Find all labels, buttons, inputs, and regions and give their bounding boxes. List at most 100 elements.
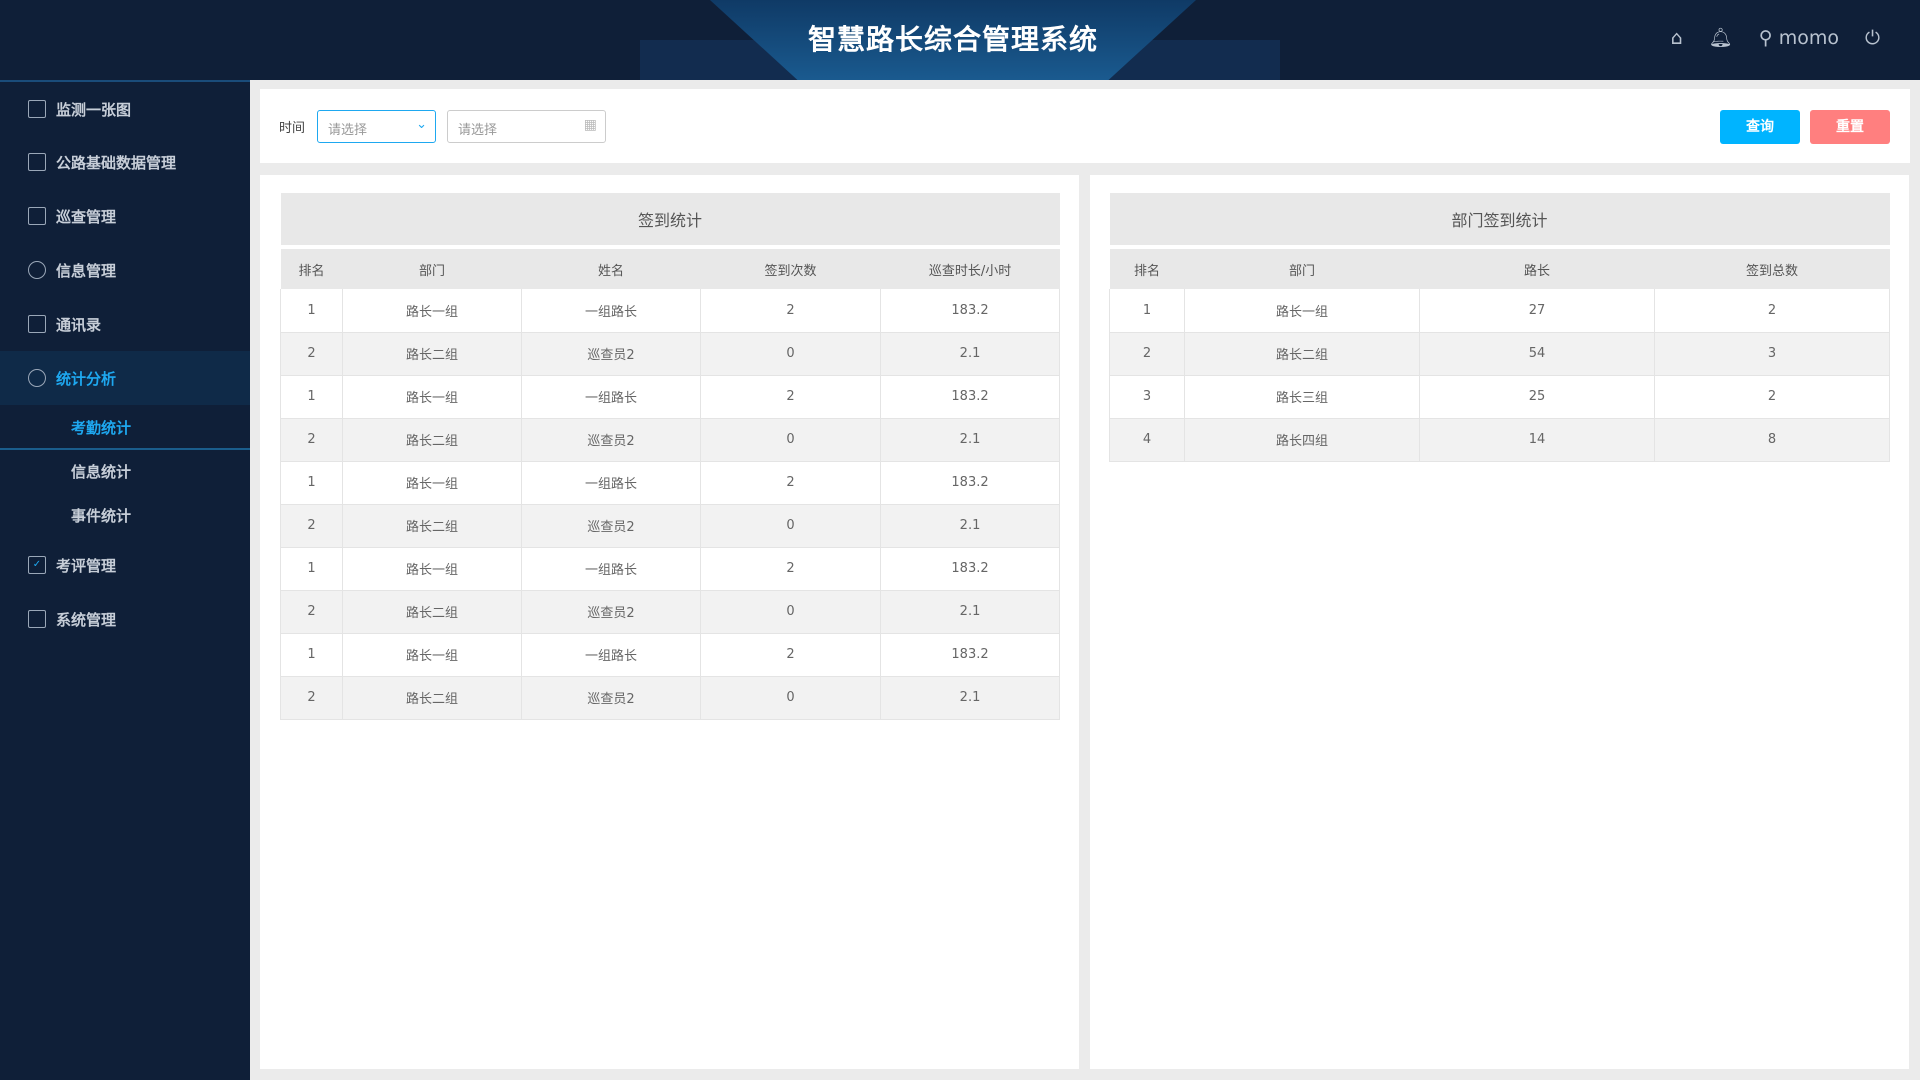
table-cell: 路长一组 bbox=[342, 633, 522, 677]
table-cell: 路长二组 bbox=[342, 590, 522, 634]
table-cell: 2.1 bbox=[879, 590, 1061, 634]
power-icon[interactable]: ⏻ bbox=[1864, 26, 1880, 49]
table-cell: 巡查员2 bbox=[521, 332, 701, 376]
monitor-gear-icon bbox=[28, 610, 46, 628]
column-header: 巡查时长/小时 bbox=[880, 247, 1060, 289]
table-cell: 8 bbox=[1653, 418, 1891, 462]
table-cell: 1 bbox=[280, 289, 343, 333]
sidebar-item-contacts[interactable]: 通讯录 bbox=[0, 297, 250, 351]
sidebar-item-label: 统计分析 bbox=[56, 369, 117, 388]
table-cell: 巡查员2 bbox=[521, 418, 701, 462]
table-cell: 一组路长 bbox=[521, 633, 701, 677]
table-cell: 0 bbox=[700, 418, 881, 462]
table-cell: 路长一组 bbox=[1184, 289, 1420, 333]
table-cell: 2 bbox=[700, 461, 881, 505]
table-cell: 路长一组 bbox=[342, 461, 522, 505]
table-cell: 2 bbox=[700, 633, 881, 677]
contacts-icon bbox=[28, 315, 46, 333]
table-cell: 2.1 bbox=[879, 332, 1061, 376]
table-title: 部门签到统计 bbox=[1109, 193, 1890, 249]
table-cell: 3 bbox=[1109, 375, 1185, 419]
table-cell: 路长一组 bbox=[342, 547, 522, 591]
table-cell: 183.2 bbox=[879, 547, 1061, 591]
time-select[interactable]: 请选择⌄ bbox=[317, 110, 436, 143]
user-edit-icon bbox=[28, 261, 46, 279]
sidebar-sub-info-stats[interactable]: 信息统计 bbox=[71, 463, 132, 481]
column-header: 排名 bbox=[1109, 247, 1185, 289]
table-cell: 一组路长 bbox=[521, 461, 701, 505]
table-cell: 2 bbox=[700, 375, 881, 419]
sidebar-item-monitor-map[interactable]: 监测一张图 bbox=[0, 82, 250, 136]
sidebar-item-label: 信息管理 bbox=[56, 261, 117, 280]
sidebar-item-patrol[interactable]: 巡查管理 bbox=[0, 189, 250, 243]
clipboard-check-icon: ✓ bbox=[28, 556, 46, 574]
table-cell: 一组路长 bbox=[521, 547, 701, 591]
table-cell: 2 bbox=[1653, 375, 1891, 419]
query-button[interactable]: 查询 bbox=[1720, 110, 1800, 144]
table-cell: 54 bbox=[1419, 332, 1655, 376]
table-cell: 2.1 bbox=[879, 504, 1061, 548]
table-cell: 路长二组 bbox=[342, 418, 522, 462]
select-placeholder: 请选择 bbox=[328, 123, 368, 138]
table-cell: 2 bbox=[1109, 332, 1185, 376]
sidebar-item-evaluation[interactable]: ✓考评管理 bbox=[0, 538, 250, 592]
sidebar-item-info[interactable]: 信息管理 bbox=[0, 243, 250, 297]
pie-chart-icon bbox=[28, 369, 46, 387]
table-cell: 183.2 bbox=[879, 461, 1061, 505]
table-cell: 2 bbox=[280, 590, 343, 634]
table-cell: 183.2 bbox=[879, 633, 1061, 677]
reset-button[interactable]: 重置 bbox=[1810, 110, 1890, 144]
bell-icon[interactable]: 🔔︎ bbox=[1708, 27, 1733, 49]
sidebar-sub-event-stats[interactable]: 事件统计 bbox=[71, 507, 132, 525]
road-icon bbox=[28, 153, 46, 171]
date-picker[interactable]: 请选择▦ bbox=[447, 110, 606, 143]
home-icon[interactable]: ⌂ bbox=[1670, 26, 1683, 49]
table-title: 签到统计 bbox=[280, 193, 1060, 249]
table-cell: 2.1 bbox=[879, 418, 1061, 462]
table-cell: 2 bbox=[280, 418, 343, 462]
table-cell: 4 bbox=[1109, 418, 1185, 462]
table-cell: 0 bbox=[700, 504, 881, 548]
table-cell: 2 bbox=[700, 289, 881, 333]
user-icon: ⚲ bbox=[1758, 26, 1773, 49]
date-placeholder: 请选择 bbox=[458, 123, 498, 138]
table-cell: 27 bbox=[1419, 289, 1655, 333]
table-cell: 一组路长 bbox=[521, 289, 701, 333]
column-header: 姓名 bbox=[521, 247, 701, 289]
table-cell: 25 bbox=[1419, 375, 1655, 419]
sidebar-sub-attendance[interactable]: 考勤统计 bbox=[0, 406, 250, 450]
table-cell: 2 bbox=[280, 504, 343, 548]
top-header: 智慧路长综合管理系统 ⌂ 🔔︎ ⚲momo ⏻ bbox=[0, 0, 1920, 80]
table-cell: 路长二组 bbox=[342, 676, 522, 720]
column-header: 部门 bbox=[342, 247, 522, 289]
table-cell: 巡查员2 bbox=[521, 590, 701, 634]
column-header: 部门 bbox=[1184, 247, 1420, 289]
sidebar-item-label: 公路基础数据管理 bbox=[56, 153, 177, 172]
table-cell: 路长二组 bbox=[342, 504, 522, 548]
table-cell: 2 bbox=[1653, 289, 1891, 333]
sidebar-item-system[interactable]: 系统管理 bbox=[0, 592, 250, 646]
app-title: 智慧路长综合管理系统 bbox=[807, 23, 1098, 56]
table-cell: 路长一组 bbox=[342, 375, 522, 419]
sidebar-item-road-data[interactable]: 公路基础数据管理 bbox=[0, 135, 250, 189]
table-cell: 路长二组 bbox=[342, 332, 522, 376]
table-cell: 0 bbox=[700, 590, 881, 634]
filter-bar: 时间 请选择⌄ 请选择▦ 查询 重置 bbox=[260, 89, 1910, 163]
sidebar-item-statistics[interactable]: 统计分析 bbox=[0, 351, 250, 405]
table-cell: 183.2 bbox=[879, 375, 1061, 419]
table-cell: 路长二组 bbox=[1184, 332, 1420, 376]
user-menu[interactable]: ⚲momo bbox=[1759, 27, 1839, 49]
table-cell: 巡查员2 bbox=[521, 676, 701, 720]
table-cell: 路长三组 bbox=[1184, 375, 1420, 419]
table-cell: 1 bbox=[1109, 289, 1185, 333]
table-cell: 2 bbox=[700, 547, 881, 591]
table-cell: 1 bbox=[280, 461, 343, 505]
